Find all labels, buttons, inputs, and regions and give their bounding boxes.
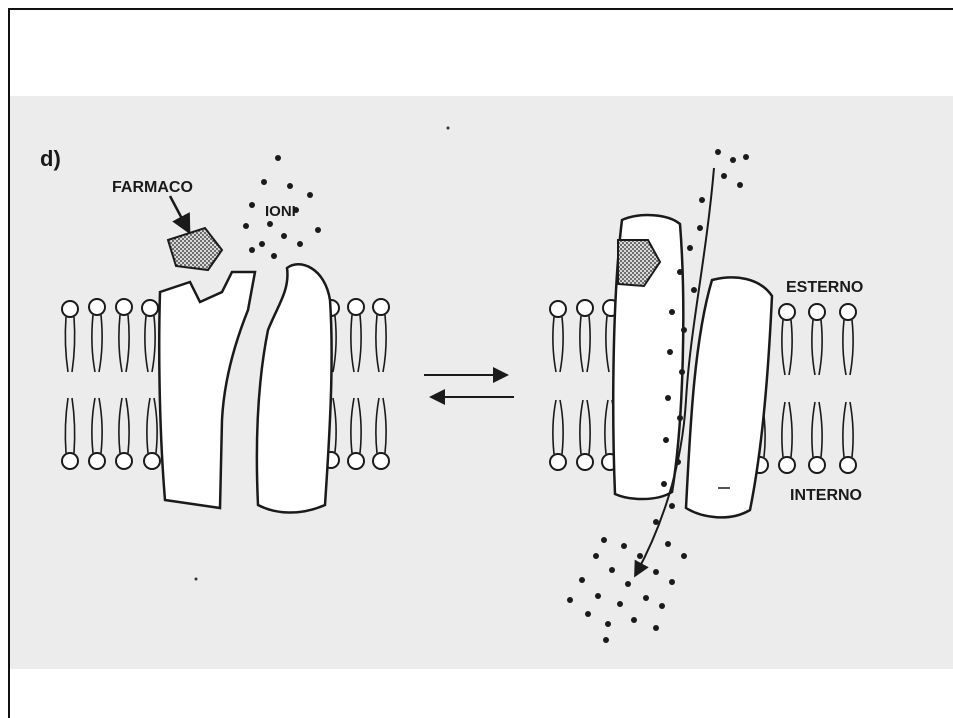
left-channel-subunit-b <box>257 264 332 512</box>
ion-cluster-inside-right <box>567 537 687 643</box>
inside-label: INTERNO <box>790 487 862 504</box>
drug-molecule <box>168 228 222 270</box>
outside-label: ESTERNO <box>786 279 863 296</box>
speck <box>195 578 198 581</box>
speck <box>447 127 450 130</box>
equilibrium-arrows <box>424 375 514 397</box>
drug-label: FARMACO <box>112 179 193 196</box>
ions-label: IONI <box>265 203 296 220</box>
right-channel-subunit-b <box>686 277 772 517</box>
drug-pointer-arrow <box>170 196 188 230</box>
panel-label: d) <box>40 146 61 171</box>
left-channel-subunit-a <box>159 272 255 508</box>
